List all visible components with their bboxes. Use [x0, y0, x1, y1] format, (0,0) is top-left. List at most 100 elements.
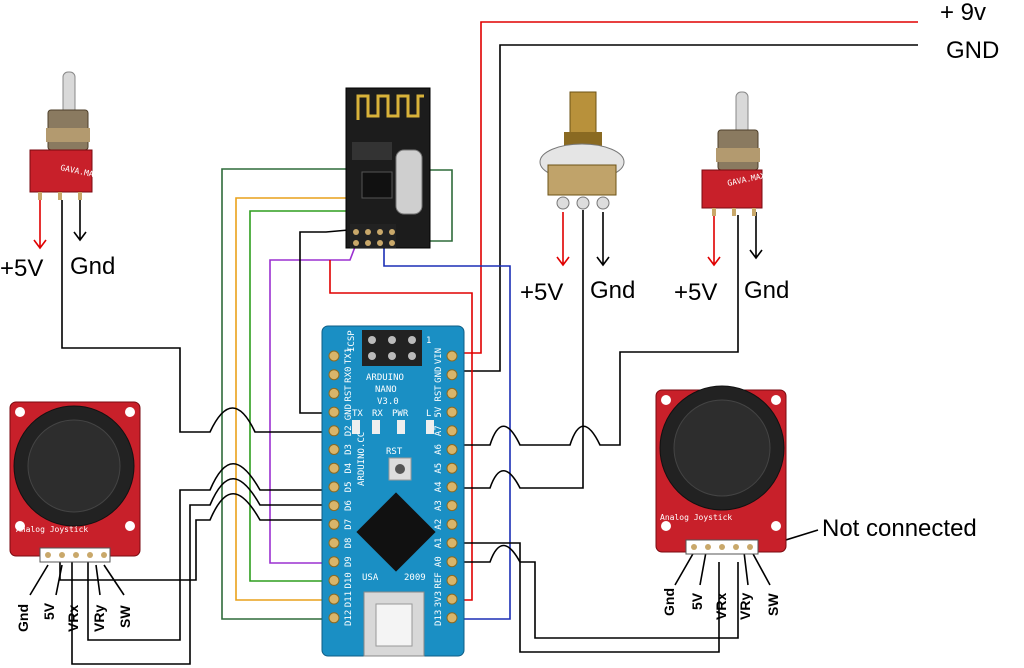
- site-label: ARDUINO.CC: [357, 432, 367, 486]
- left-header-pin: [328, 406, 340, 418]
- right-pin-label: A3: [434, 500, 444, 511]
- led-pwr: PWR: [392, 409, 409, 419]
- right-header-pin: [446, 406, 458, 418]
- wires: [29, 21, 918, 665]
- power-gnd-label: GND: [946, 37, 999, 64]
- arrow-left-5v: [33, 198, 47, 250]
- led-l: L: [426, 409, 431, 419]
- wire-pot: [462, 210, 584, 489]
- left-header-pin: [328, 387, 340, 399]
- left-header-pin: [328, 612, 340, 624]
- left-header-pin: [328, 462, 340, 474]
- left-header-pin: [328, 481, 340, 493]
- power-9v-label: + 9v: [940, 0, 986, 26]
- usa-label: USA: [362, 573, 379, 583]
- wire-nrf-green-dark: [221, 168, 353, 620]
- wire-joy-left-sw: [59, 492, 334, 581]
- potentiometer[interactable]: [539, 91, 625, 210]
- left-header-pin: [328, 518, 340, 530]
- right-joy-pin-vrx: VRx: [713, 593, 729, 620]
- right-header-pin: [446, 444, 458, 455]
- arduino-model: NANO: [375, 385, 397, 395]
- right-joy-pin-gnd: Gnd: [661, 588, 677, 616]
- left-header-pin: [328, 574, 340, 586]
- right-toggle-switch[interactable]: GAVA.MAX: [701, 91, 766, 216]
- right-pin-label: VIN: [434, 348, 444, 364]
- right-pin-label: REF: [434, 572, 444, 588]
- arrow-pot-gnd: [596, 212, 610, 267]
- wire-right-switch: [462, 215, 739, 446]
- arrow-left-gnd: [73, 198, 87, 242]
- left-pin-label: GND: [344, 404, 354, 420]
- left-header-pin: [328, 425, 340, 437]
- right-joystick[interactable]: Analog Joystick: [655, 385, 787, 555]
- right-pin-label: A5: [434, 463, 444, 474]
- left-header-pin: [328, 593, 340, 605]
- right-header-pin: [446, 500, 458, 512]
- right-pin-label: A2: [434, 519, 444, 530]
- pot-gnd-label: Gnd: [590, 277, 635, 304]
- left-joy-pin-gnd: Gnd: [15, 604, 31, 632]
- right-pin-label: A0: [434, 556, 444, 567]
- wire-nrf-blue: [383, 240, 511, 620]
- left-header-pin: [328, 500, 340, 512]
- right-pin-label: A7: [434, 425, 444, 436]
- left-toggle-switch[interactable]: GAVA.MAX: [29, 71, 99, 200]
- arduino-title: ARDUINO: [366, 373, 404, 383]
- wire-joy-right-vrx: [462, 542, 720, 653]
- left-switch-5v-label: +5V: [0, 255, 43, 282]
- left-joy-pin-sw: SW: [117, 605, 133, 628]
- right-pin-label: RST: [434, 385, 444, 402]
- left-pin-label: D5: [344, 481, 354, 492]
- right-header-pin: [446, 556, 458, 568]
- wire-joy-left-vry: [87, 462, 334, 641]
- led-rx: RX: [372, 409, 383, 419]
- left-pin-label: D2: [344, 425, 354, 436]
- right-pin-label: 5V: [434, 406, 444, 417]
- arduino-version: V3.0: [377, 397, 399, 407]
- arrow-right-gnd: [749, 212, 763, 260]
- wire-nrf-red: [329, 260, 473, 601]
- left-joy-pin-vrx: VRx: [65, 605, 81, 632]
- left-header-pin: [328, 444, 340, 455]
- right-pin-label: GND: [434, 367, 444, 383]
- left-header-pin: [328, 537, 340, 549]
- pin1-label: 1: [426, 336, 431, 346]
- left-pin-label: TX1: [344, 348, 354, 364]
- pot-5v-label: +5V: [520, 279, 563, 306]
- left-joystick[interactable]: Analog Joystick: [9, 401, 141, 563]
- right-switch-5v-label: +5V: [674, 279, 717, 306]
- left-header-pin: [328, 350, 340, 362]
- right-joy-pin-sw: SW: [765, 593, 781, 616]
- right-pin-label: A4: [434, 481, 444, 492]
- right-header-pin: [446, 537, 458, 549]
- wire-joy-right-vry: [462, 544, 739, 639]
- left-pin-label: RX0: [344, 367, 354, 383]
- rst-label: RST: [386, 447, 403, 457]
- left-joy-pin-vry: VRy: [91, 605, 107, 632]
- right-joystick-caption: Analog Joystick: [660, 513, 732, 522]
- right-header-pin: [446, 425, 458, 437]
- arduino-nano: ICSP 1 ARDUINO NANO V3.0 TX RX PWR L RST…: [321, 325, 465, 657]
- nrf-antenna: [356, 94, 424, 120]
- right-header-pin: [446, 518, 458, 530]
- usb-port[interactable]: [363, 591, 425, 657]
- joy-right-leaders: [674, 551, 771, 586]
- wire-nrf-purple: [269, 238, 359, 564]
- wire-joy-left-vrx: [71, 477, 334, 665]
- wire-gnd: [462, 44, 918, 372]
- right-pin-label: 3V3: [434, 591, 444, 607]
- left-header-pin: [328, 369, 340, 381]
- right-header-pin: [446, 387, 458, 399]
- mcu-chip: [356, 492, 436, 572]
- nrf24-module: [345, 87, 431, 249]
- led-tx: TX: [352, 409, 363, 419]
- year-label: 2009: [404, 573, 426, 583]
- joy-left-leaders: [29, 564, 125, 596]
- left-pin-label: D7: [344, 519, 354, 530]
- wire-nrf-black: [299, 228, 361, 414]
- left-pin-label: D6: [344, 500, 354, 511]
- left-header-pin: [328, 556, 340, 568]
